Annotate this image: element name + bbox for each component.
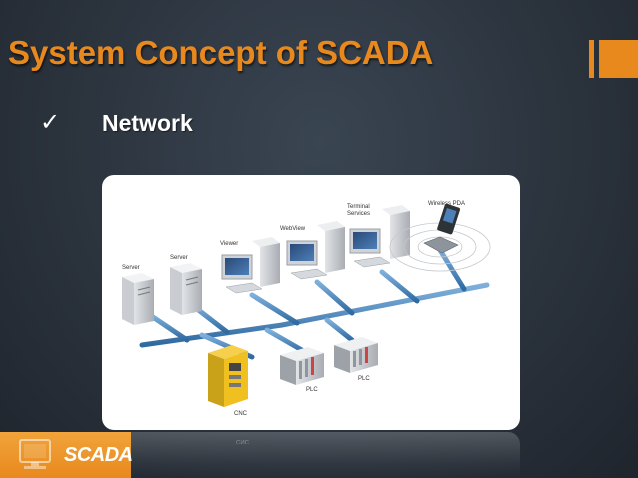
terminal-services-workstation-icon [349,205,410,268]
webview-cable [314,279,355,316]
plc1-label: PLC [306,387,318,393]
computer-monitor-icon [19,439,51,469]
wireless-pda-label: Wireless PDA [428,201,465,207]
scada-logo: SCADA [0,432,133,478]
server1-label: Server [122,265,140,271]
plc2-label: PLC [358,376,370,382]
terminal-cable [379,269,420,304]
viewer-label: Viewer [220,241,238,247]
server1-cable [147,312,190,343]
checkmark-icon: ✓ [40,108,61,136]
diagram-reflection: CNC [102,432,520,478]
server1-icon [122,273,154,325]
wireless-pda-icon [389,203,491,272]
webview-label: WebView [280,226,306,232]
network-diagram: Server Server Viewer WebView [102,175,520,430]
viewer-cable [249,292,300,326]
plc1-cable [264,327,310,356]
cnc-machine-icon [208,345,248,407]
terminal-services-label-1: Terminal [347,204,370,210]
slide-title: System Concept of SCADA [8,34,434,71]
network-diagram-svg: Server Server Viewer WebView [122,201,491,417]
server2-label: Server [170,255,188,261]
webview-workstation-icon [286,221,345,280]
pda-cable [437,247,467,292]
logo-text: SCADA [64,444,133,466]
cnc-label: CNC [234,411,248,417]
reflection-cnc-label: CNC [236,438,249,444]
plc2-icon [334,337,378,373]
server2-icon [170,263,202,315]
bullet-text: Network [102,110,193,136]
decorative-bar-thick [599,40,638,78]
plc1-icon [280,347,324,385]
viewer-workstation-icon [221,237,280,294]
decorative-bar-thin [589,40,594,78]
plc2-cable [324,317,355,343]
terminal-services-label-2: Services [347,211,370,217]
